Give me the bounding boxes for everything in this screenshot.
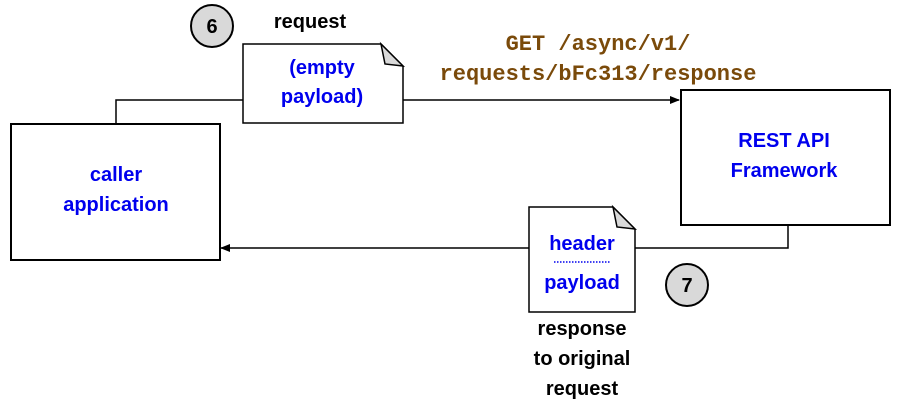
response-doc-payload: payload	[544, 272, 620, 294]
request-path-line2: requests/bFc313/response	[440, 62, 757, 87]
request-doc-line2: payload)	[281, 86, 363, 108]
caller-line1: caller	[90, 164, 142, 186]
request-label: request	[274, 11, 347, 33]
response-label-line2: to original	[534, 348, 631, 370]
caller-line2: application	[63, 194, 169, 216]
request-doc-line1: (empty	[289, 57, 355, 79]
step-7-marker: 7	[665, 263, 709, 307]
response-label-line1: response	[538, 318, 627, 340]
response-doc-header: header	[549, 233, 615, 255]
rest-api-line1: REST API	[738, 130, 830, 152]
request-connector-left	[115, 99, 243, 124]
step-7-number: 7	[681, 275, 692, 297]
rest-api-line2: Framework	[731, 160, 839, 182]
request-path-line1: GET /async/v1/	[506, 32, 691, 57]
rest-api-framework-box: REST API Framework	[680, 89, 891, 226]
step-6-number: 6	[206, 16, 217, 38]
step-6-marker: 6	[190, 4, 234, 48]
caller-application-box: caller application	[10, 123, 221, 261]
response-document: header payload	[528, 204, 638, 313]
response-connector-right	[635, 225, 789, 249]
response-label-line3: request	[546, 378, 619, 400]
request-document: (empty payload)	[242, 41, 406, 124]
